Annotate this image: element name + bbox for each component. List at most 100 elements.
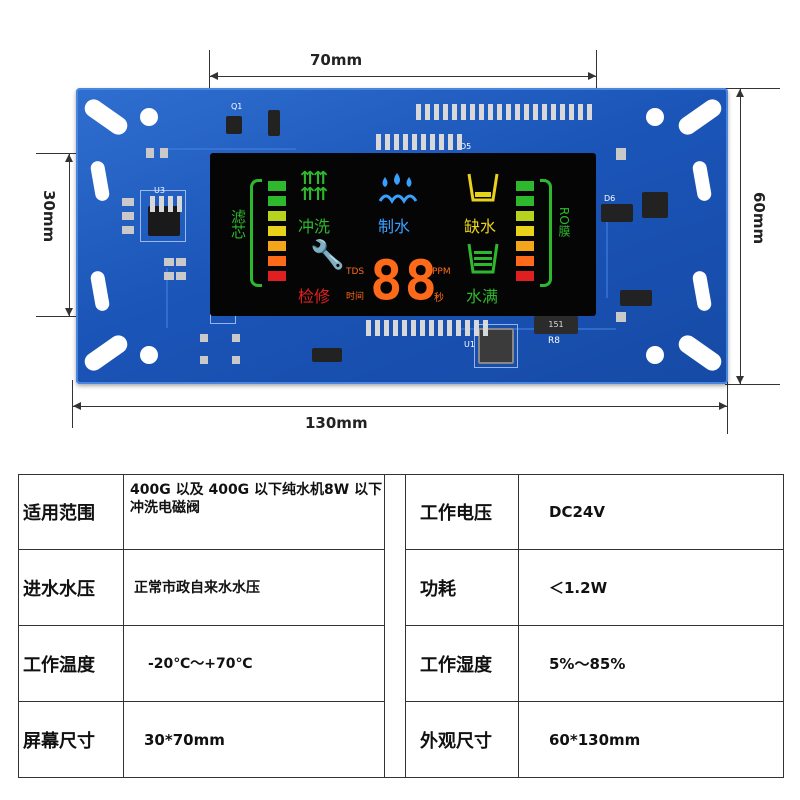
mount-slot-top-right: [675, 95, 725, 139]
silkscreen-outline: [140, 190, 186, 242]
dim-30-arrow-bottom: [65, 308, 73, 316]
mount-slot-bottom-right: [675, 331, 725, 375]
spec-label-cell: 功耗: [405, 549, 519, 626]
pcb-trace: [166, 268, 168, 328]
lcd-time-label: 时间: [346, 292, 365, 302]
lcd-filter-label: 滤芯: [229, 209, 247, 239]
smd-pad: [160, 148, 168, 158]
smd-pad: [616, 148, 626, 160]
dim-130-extension-right: [727, 380, 728, 434]
lcd-make-water-label: 制水: [378, 217, 411, 236]
dim-30-label: 30mm: [40, 190, 58, 243]
dim-130-line: [73, 406, 727, 407]
filter-bar: [268, 226, 286, 236]
flush-arrows-icon: ⇈⇈⇈⇈: [300, 168, 328, 205]
ro-bar: [516, 196, 534, 206]
lcd-repair-label: 检修: [298, 287, 331, 306]
dim-60-extension-top: [725, 88, 780, 89]
spec-value-cell: 60*130mm: [518, 701, 784, 778]
dim-70-arrow-right: [588, 72, 596, 80]
mount-slot-mid-left-2: [89, 270, 111, 312]
smd-pad: [122, 198, 134, 206]
mount-hole-bottom-right: [646, 346, 664, 364]
lcd-tds-label: TDS: [346, 267, 365, 277]
smd-pad: [232, 334, 240, 342]
dim-130-label: 130mm: [305, 414, 368, 432]
spec-value-cell: 正常市政自来水水压: [123, 549, 385, 626]
transistor-q1: [226, 116, 242, 134]
ro-bar: [516, 211, 534, 221]
silkscreen-outline: [474, 324, 518, 368]
smd-pad: [200, 334, 208, 342]
dim-70-label: 70mm: [310, 51, 363, 69]
dim-70-line: [210, 76, 596, 77]
diode-d6: [601, 204, 633, 222]
spec-label-cell: 进水水压: [18, 549, 124, 626]
dim-130-extension-left: [72, 380, 73, 428]
mount-slot-mid-left-1: [89, 160, 111, 202]
label-d6: D6: [604, 194, 616, 203]
spec-divider: [384, 474, 406, 778]
filter-bar: [268, 271, 286, 281]
dim-70-arrow-left: [210, 72, 218, 80]
dim-30-arrow-top: [65, 154, 73, 162]
smd-pad: [122, 226, 134, 234]
spec-label-cell: 适用范围: [18, 474, 124, 550]
spec-value-cell: ＜1.2W: [518, 549, 784, 626]
spec-label-cell: 工作电压: [405, 474, 519, 550]
ic-u3-pins-top: [150, 196, 182, 212]
diode-d1: [268, 110, 280, 136]
dim-60-arrow-top: [736, 89, 744, 97]
dim-130-arrow-right: [719, 402, 727, 410]
dim-30-line: [69, 154, 70, 316]
smd-pad: [164, 258, 174, 266]
spec-label-cell: 外观尺寸: [405, 701, 519, 778]
spec-table: 适用范围 400G 以及 400G 以下纯水机8W 以下冲洗电磁阀 进水水压 正…: [18, 474, 784, 778]
smd-pad: [200, 356, 208, 364]
lcd-seven-segment-display: 88: [370, 249, 440, 312]
label-d5: D5: [460, 142, 472, 151]
mount-slot-mid-right-2: [691, 270, 713, 312]
filter-level-bars: [268, 181, 286, 281]
resistor-r8-value: 151: [548, 320, 564, 329]
lcd-pin-header-bottom: [366, 320, 488, 336]
ro-bar: [516, 256, 534, 266]
lcd-pin-header-mid: [376, 134, 462, 150]
filter-bar: [268, 211, 286, 221]
diode-d3: [312, 348, 342, 362]
lcd-screen: 滤芯 ⇈⇈⇈⇈ 冲洗 🔧 检修 制水 TDS 时间 88 PPM 秒 缺水 水满: [210, 153, 596, 316]
spec-value-cell: 30*70mm: [123, 701, 385, 778]
resistor-r8: 151: [534, 316, 578, 334]
smd-pad: [122, 212, 134, 220]
mount-slot-bottom-left: [81, 331, 131, 375]
lcd-ppm-label: PPM: [432, 267, 451, 277]
spec-label-cell: 工作温度: [18, 625, 124, 702]
pcb-trace: [166, 148, 296, 150]
filter-bar: [268, 196, 286, 206]
ro-bar: [516, 271, 534, 281]
spec-value-cell: 5%～85%: [518, 625, 784, 702]
mount-hole-bottom-left: [140, 346, 158, 364]
repair-wrench-icon: 🔧: [310, 238, 345, 271]
label-u1: U1: [464, 340, 475, 349]
smd-pad: [176, 258, 186, 266]
tank-full-icon: [467, 243, 499, 274]
smd-pad: [176, 272, 186, 280]
pcb-trace: [606, 208, 608, 298]
lcd-sec-label: 秒: [434, 293, 444, 304]
lcd-full-water-label: 水满: [466, 287, 499, 306]
ro-bar: [516, 181, 534, 191]
label-r8: R8: [548, 336, 560, 346]
lcd-ro-label: RO膜: [557, 207, 571, 237]
spec-value-cell: DC24V: [518, 474, 784, 550]
mount-hole-top-right: [646, 108, 664, 126]
spec-value-cell: 400G 以及 400G 以下纯水机8W 以下冲洗电磁阀: [123, 474, 385, 550]
dim-60-line: [740, 89, 741, 384]
mount-slot-top-left: [81, 95, 131, 139]
ro-membrane-level-bars: [516, 181, 534, 281]
diode-d7: [620, 290, 652, 306]
dim-60-extension-bottom: [725, 384, 780, 385]
filter-bar: [268, 181, 286, 191]
spec-value-cell: -20℃～+70℃: [123, 625, 385, 702]
label-q1: Q1: [231, 102, 243, 111]
